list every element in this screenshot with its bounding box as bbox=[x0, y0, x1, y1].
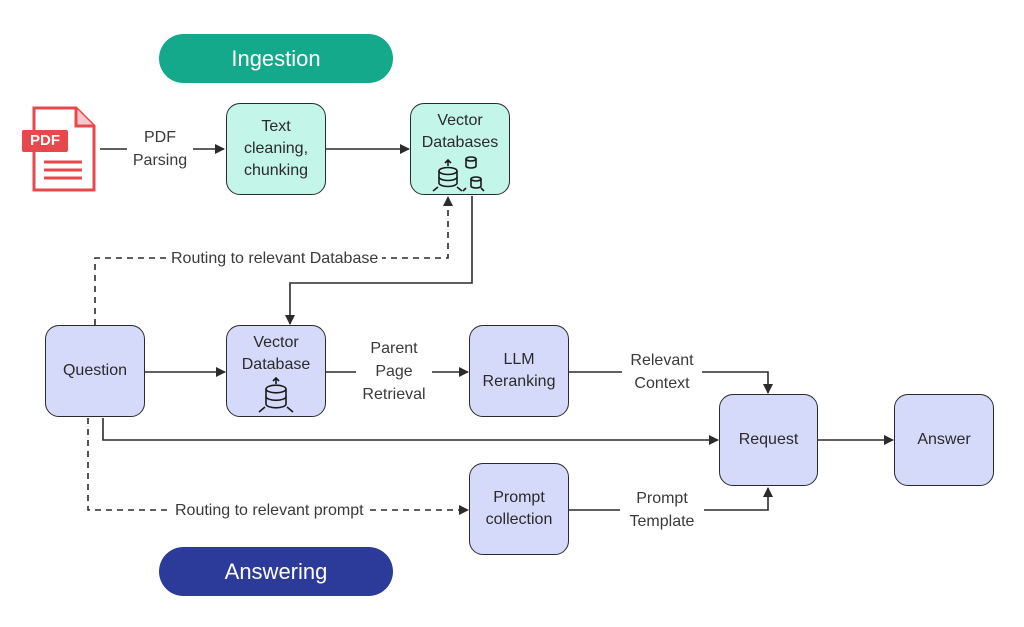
pdf-badge-text: PDF bbox=[30, 132, 60, 149]
question-label: Question bbox=[62, 362, 128, 379]
edge-label-prompt-template: Prompt Template bbox=[620, 487, 704, 533]
edge-question-to-request bbox=[102, 418, 719, 445]
llm-reranking-node: LLM Reranking bbox=[469, 325, 569, 417]
request-node: Request bbox=[719, 394, 818, 486]
vector-database-label: Vector Database bbox=[241, 334, 311, 373]
vector-databases-label: Vector Databases bbox=[421, 112, 499, 151]
prompt-collection-label: Prompt collection bbox=[485, 489, 553, 528]
llm-reranking-label: LLM Reranking bbox=[482, 351, 556, 390]
pdf-file-icon: PDF bbox=[20, 106, 96, 192]
vector-databases-node: Vector Databases bbox=[410, 103, 510, 195]
ingestion-phase-label: Ingestion bbox=[159, 34, 393, 83]
answering-phase-label: Answering bbox=[159, 547, 393, 596]
database-icon bbox=[258, 376, 294, 413]
edge-label-relevant-context: Relevant Context bbox=[622, 349, 702, 395]
edge-label-pdf-parsing: PDF Parsing bbox=[127, 126, 193, 172]
edge-label-routing-database: Routing to relevant Database bbox=[167, 247, 383, 270]
edge-question-routing-to-prompt bbox=[87, 418, 469, 515]
prompt-collection-node: Prompt collection bbox=[469, 463, 569, 555]
question-node: Question bbox=[45, 325, 145, 417]
edge-vector-databases-to-vector-database bbox=[285, 196, 473, 325]
answer-label: Answer bbox=[917, 431, 971, 448]
request-label: Request bbox=[738, 431, 799, 448]
text-cleaning-label: Text cleaning, chunking bbox=[243, 118, 309, 179]
edge-label-parent-page-retrieval: Parent Page Retrieval bbox=[356, 337, 432, 406]
answer-node: Answer bbox=[894, 394, 994, 486]
multi-database-icon bbox=[432, 156, 485, 192]
edge-label-routing-prompt: Routing to relevant prompt bbox=[171, 499, 368, 522]
vector-database-node: Vector Database bbox=[226, 325, 326, 417]
text-cleaning-node: Text cleaning, chunking bbox=[226, 103, 326, 195]
